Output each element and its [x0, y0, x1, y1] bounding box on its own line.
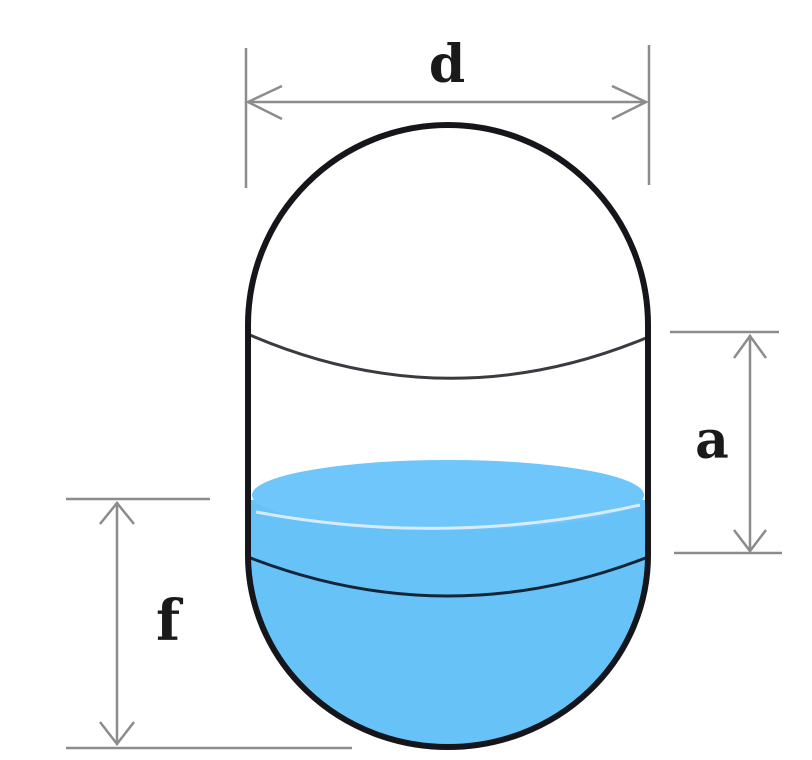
dimension-d [244, 45, 651, 188]
liquid-surface [252, 460, 644, 530]
lower-seam-line [247, 555, 649, 598]
upper-seam-line [249, 333, 647, 380]
liquid-fill [248, 500, 648, 745]
dimension-a [670, 330, 782, 555]
label-f: f [156, 588, 184, 654]
liquid-surface-highlight [255, 503, 641, 530]
label-d: d [429, 34, 465, 95]
tank-outline [245, 122, 651, 750]
dimension-f [66, 497, 352, 750]
label-a: a [695, 410, 729, 471]
